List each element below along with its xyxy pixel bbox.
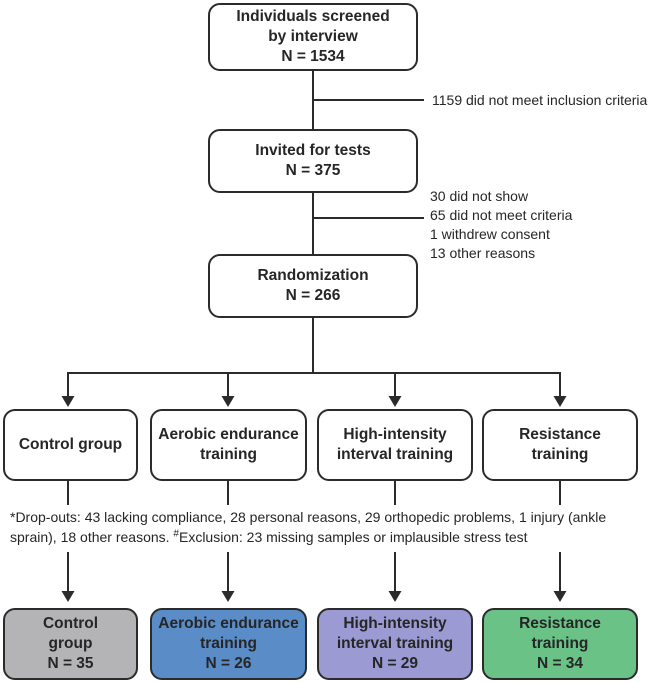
arrowhead-aerobic	[221, 396, 235, 407]
arrowhead-hiit	[388, 396, 402, 407]
arrowhead-resistance	[553, 396, 567, 407]
box-screened: Individuals screened by interview N = 15…	[208, 3, 418, 71]
box-arm-hiit-label: High-intensity interval training	[336, 425, 454, 463]
arrowhead-final-aerobic	[221, 591, 235, 602]
exclusion-superscript: #	[173, 528, 179, 540]
box-arm-aerobic: Aerobic endurance training	[150, 409, 307, 481]
box-final-aerobic-label: Aerobic endurance training N = 26	[158, 614, 299, 673]
arrowhead-final-hiit	[388, 591, 402, 602]
box-arm-resistance: Resistance training	[482, 409, 638, 481]
box-final-aerobic: Aerobic endurance training N = 26	[150, 608, 307, 680]
arrowhead-final-control	[61, 591, 75, 602]
box-screened-label: Individuals screened by interview N = 15…	[236, 7, 390, 66]
box-arm-control: Control group	[3, 409, 138, 481]
dropout-exclusion-note: *Drop-outs: 43 lacking compliance, 28 pe…	[10, 507, 606, 547]
box-invited: Invited for tests N = 375	[208, 129, 418, 193]
arrowhead-final-resistance	[553, 591, 567, 602]
box-final-control: Control group N = 35	[3, 608, 138, 680]
box-randomization-label: Randomization N = 266	[257, 266, 369, 304]
arrowhead-control	[61, 396, 75, 407]
box-final-resistance-label: Resistance training N = 34	[519, 614, 601, 673]
box-arm-aerobic-label: Aerobic endurance training	[158, 425, 299, 463]
box-arm-resistance-label: Resistance training	[519, 425, 601, 463]
box-randomization: Randomization N = 266	[208, 254, 418, 318]
box-invited-label: Invited for tests N = 375	[255, 141, 371, 179]
dropout-note-line1: *Drop-outs: 43 lacking compliance, 28 pe…	[10, 509, 607, 525]
box-final-resistance: Resistance training N = 34	[482, 608, 638, 680]
box-arm-control-label: Control group	[18, 435, 123, 453]
note-screen-exclusion: 1159 did not meet inclusion criteria	[432, 92, 648, 108]
note-test-exclusions: 30 did not show 65 did not meet criteria…	[430, 188, 573, 261]
box-arm-hiit: High-intensity interval training	[317, 409, 473, 481]
box-final-control-label: Control group N = 35	[42, 614, 99, 673]
dropout-note-line2: sprain), 18 other reasons. #Exclusion: 2…	[10, 528, 528, 545]
box-final-hiit-label: High-intensity interval training N = 29	[336, 614, 454, 673]
box-final-hiit: High-intensity interval training N = 29	[317, 608, 473, 680]
